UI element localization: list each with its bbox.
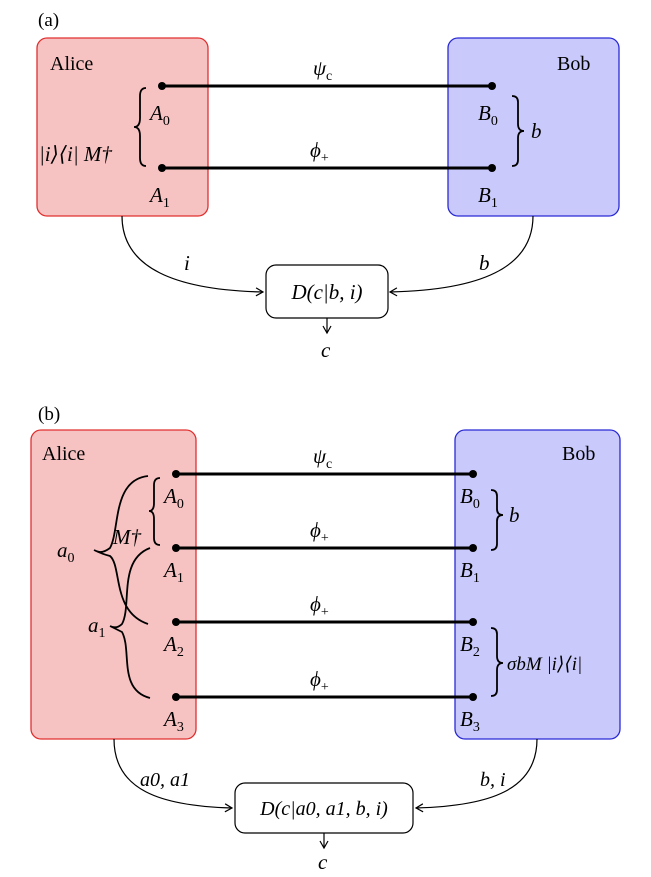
wire-label-phi-2: ϕ+ — [310, 592, 329, 620]
bob-brace — [511, 95, 525, 167]
port-label-b0: B0 — [478, 101, 498, 129]
port-label-a0: A0 — [148, 101, 170, 129]
port-dot-b3 — [469, 693, 477, 701]
alice-label: Alice — [50, 53, 93, 75]
port-label-a2: A2 — [162, 632, 184, 660]
port-label-b3: B3 — [460, 707, 480, 735]
panel-b: (b) Alice Bob ψc ϕ+ ϕ+ ϕ+ A0 A1 A2 A3 B0… — [30, 404, 621, 874]
bob-brace-label: b — [531, 119, 542, 143]
port-dot-b0 — [469, 470, 477, 478]
panel-a: (a) Alice Bob ψc ϕ+ A0 A1 B0 B1 |i⟩⟨i| M… — [36, 10, 620, 362]
alice-brace-a1 — [109, 547, 151, 699]
port-label-b1: B1 — [460, 558, 480, 586]
bob-brace-top-label: b — [509, 503, 520, 527]
panel-b-label: (b) — [38, 404, 60, 425]
bob-label: Bob — [557, 53, 590, 75]
port-dot-b1 — [469, 544, 477, 552]
wire-label-phi-1: ϕ+ — [310, 518, 329, 546]
port-dot-a3 — [172, 693, 180, 701]
port-label-b1: B1 — [478, 183, 498, 211]
label-a0: a0 — [57, 538, 75, 566]
alice-brace-m — [148, 477, 161, 546]
port-dot-a1 — [158, 164, 166, 172]
arrow-alice-to-decoder — [121, 215, 265, 297]
output-label: c — [321, 338, 331, 362]
alice-operator: |i⟩⟨i| M† — [39, 142, 112, 166]
arrow-bob-to-decoder — [414, 738, 538, 813]
port-label-a1: A1 — [148, 183, 170, 211]
port-dot-a2 — [172, 618, 180, 626]
wire-label-phi-3: ϕ+ — [310, 667, 329, 695]
port-dot-b1 — [488, 164, 496, 172]
bob-label: Bob — [562, 443, 595, 465]
port-label-b0: B0 — [460, 484, 480, 512]
port-label-b2: B2 — [460, 632, 480, 660]
port-dot-a1 — [172, 544, 180, 552]
output-label: c — [318, 850, 328, 874]
port-label-a3: A3 — [162, 707, 184, 735]
alice-operator: M† — [112, 525, 141, 549]
arrow-label-a0-a1: a0, a1 — [140, 769, 190, 791]
wire-label-psi: ψc — [313, 56, 332, 84]
port-dot-b2 — [469, 618, 477, 626]
alice-brace — [133, 87, 147, 167]
arrow-label-b: b — [479, 251, 490, 275]
port-dot-a0 — [158, 82, 166, 90]
bob-brace-bottom — [490, 627, 504, 697]
decoder-label: D(c|b, i) — [290, 280, 362, 304]
alice-brace-a0 — [93, 475, 149, 625]
label-a1: a1 — [88, 613, 106, 641]
panel-a-label: (a) — [38, 10, 59, 31]
arrow-label-b-i: b, i — [480, 769, 506, 791]
wire-label-psi: ψc — [313, 444, 332, 472]
port-label-a1: A1 — [162, 558, 184, 586]
port-label-a0: A0 — [162, 484, 184, 512]
bob-brace-bottom-label: σbM |i⟩⟨i| — [507, 654, 582, 675]
alice-label: Alice — [42, 443, 85, 465]
port-dot-b0 — [488, 82, 496, 90]
wire-label-phi: ϕ+ — [310, 138, 329, 166]
arrow-bob-to-decoder — [388, 215, 534, 297]
port-dot-a0 — [172, 470, 180, 478]
arrow-label-i: i — [184, 251, 190, 275]
alice-box — [30, 429, 197, 740]
bob-brace-top — [490, 489, 504, 551]
arrow-alice-to-decoder — [113, 738, 234, 813]
decoder-label: D(c|a0, a1, b, i) — [259, 798, 388, 820]
